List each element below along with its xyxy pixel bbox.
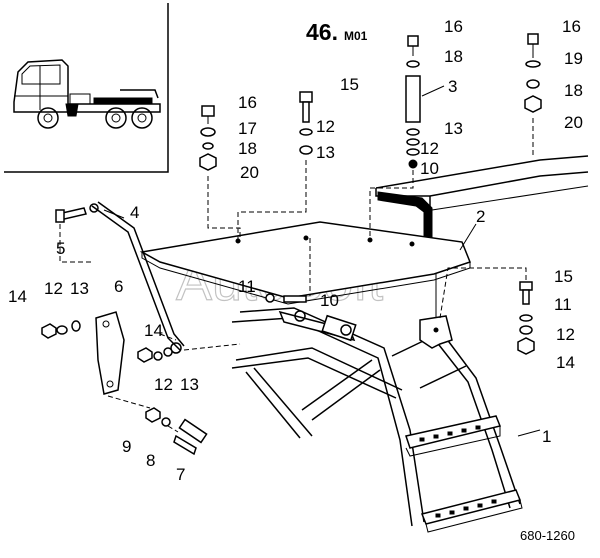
label-1: 1 [542, 427, 551, 446]
label-10-platform: 10 [320, 291, 339, 310]
diagram-title: 46. M01 [306, 19, 368, 45]
label-12-link: 12 [154, 375, 173, 394]
small-hardware [41, 207, 307, 427]
label-3: 3 [448, 77, 457, 96]
ladder-frame [231, 307, 523, 533]
label-20-left: 20 [240, 163, 259, 182]
label-18-right: 18 [564, 81, 583, 100]
label-4: 4 [130, 203, 139, 222]
label-20-right: 20 [564, 113, 583, 132]
fastener-stack-mid [299, 91, 313, 155]
assembly-dashed-lines [59, 118, 534, 433]
document-number: 680-1260 [520, 528, 575, 543]
label-13-spacer: 13 [444, 119, 463, 138]
label-13-left: 13 [70, 279, 89, 298]
fastener-stack-right [524, 33, 542, 113]
truck-inset [4, 3, 169, 173]
label-13-mid: 13 [316, 143, 335, 162]
bolt-7 [173, 418, 208, 456]
label-2: 2 [476, 207, 485, 226]
label-6: 6 [114, 277, 123, 296]
label-15-mid: 15 [340, 75, 359, 94]
fastener-stack-lower-right [517, 281, 535, 355]
title-sub: M01 [344, 29, 368, 43]
truck-body-panel [375, 155, 589, 320]
label-19: 19 [564, 49, 583, 68]
label-14-link: 14 [144, 321, 163, 340]
label-14-left: 14 [8, 287, 27, 306]
label-8: 8 [146, 451, 155, 470]
fastener-stack-spacer [405, 35, 421, 169]
label-16-right: 16 [562, 17, 581, 36]
label-11-platform: 11 [238, 277, 256, 296]
callout-labels: 1 2 3 4 5 6 7 8 9 10 10 11 11 12 12 12 1… [8, 17, 583, 484]
platform-plate [139, 221, 471, 305]
label-5: 5 [56, 239, 65, 258]
label-13-link: 13 [180, 375, 199, 394]
leader-lines [103, 85, 541, 437]
label-10-spacer: 10 [420, 159, 439, 178]
label-15-right: 15 [554, 267, 573, 286]
label-11-right: 11 [554, 295, 572, 314]
link-plate [95, 311, 125, 395]
label-12-left: 12 [44, 279, 63, 298]
fastener-stack-left [199, 105, 217, 171]
label-14-right: 14 [556, 353, 575, 372]
label-12-mid: 12 [316, 117, 335, 136]
label-12-right: 12 [556, 325, 575, 344]
label-7: 7 [176, 465, 185, 484]
label-16-left: 16 [238, 93, 257, 112]
title-main: 46. [306, 19, 338, 45]
label-18-left: 18 [238, 139, 257, 158]
label-17: 17 [238, 119, 257, 138]
label-9: 9 [122, 437, 131, 456]
label-18-spacer: 18 [444, 47, 463, 66]
label-12-spacer: 12 [420, 139, 439, 158]
label-16-spacer: 16 [444, 17, 463, 36]
